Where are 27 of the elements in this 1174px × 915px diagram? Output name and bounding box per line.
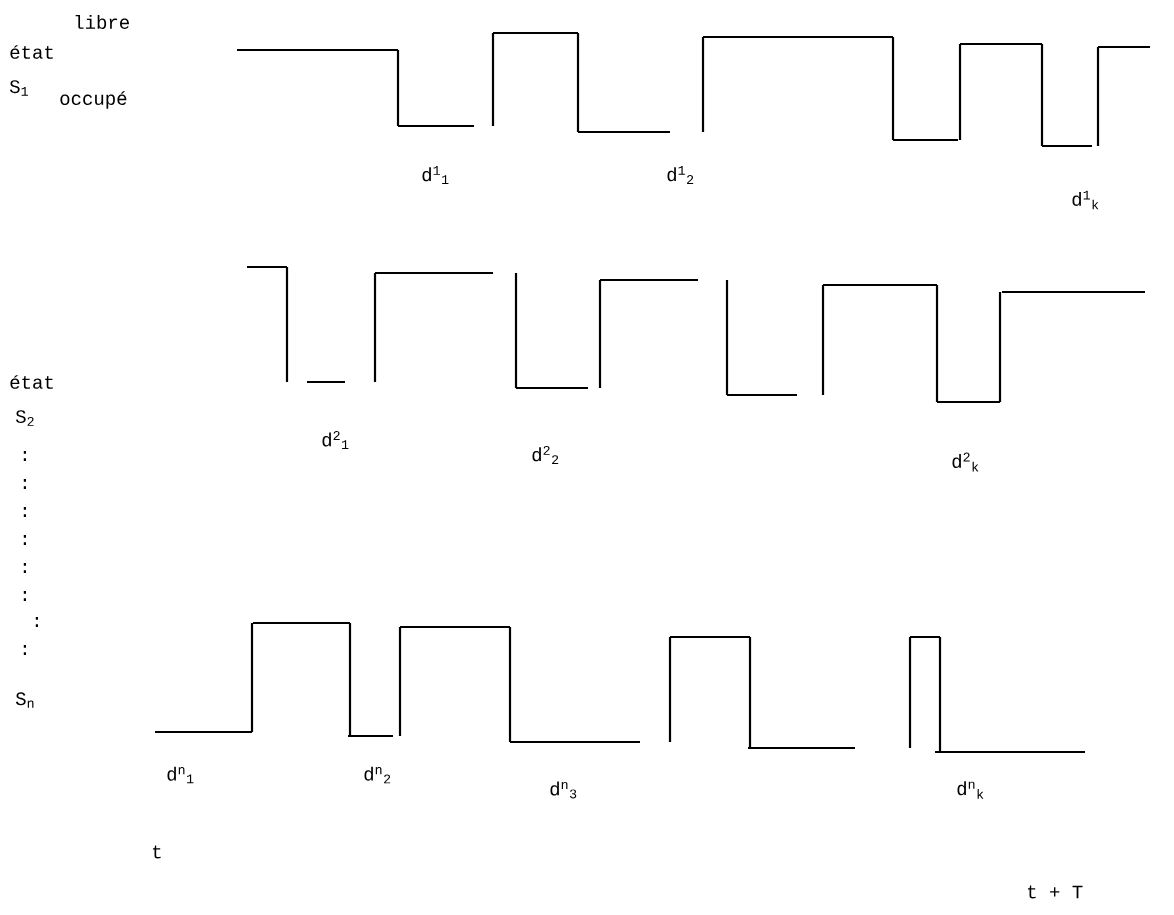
- axis-label: état: [10, 45, 53, 59]
- time-label: t + T: [1027, 885, 1083, 899]
- ellipsis-dots: :: [23, 479, 26, 489]
- duration-label: d$^{2}$1: [322, 431, 349, 449]
- ellipsis-dots: :: [23, 591, 26, 602]
- ellipsis-dots: :: [23, 507, 26, 517]
- duration-label: d$^{n}$2: [364, 766, 391, 784]
- state-label: libre: [75, 15, 129, 29]
- duration-label: d$^{2}$2: [532, 445, 559, 465]
- ellipsis-dots: :: [23, 535, 26, 546]
- state-name: S$_{2}$: [15, 410, 34, 426]
- duration-label: d$^{1}$k: [1072, 190, 1099, 210]
- time-label: t: [152, 845, 161, 859]
- duration-label: d$^{1}$2: [667, 166, 694, 184]
- duration-label: d$^{n}$1: [167, 766, 194, 784]
- ellipsis-dots: :: [23, 451, 26, 461]
- duration-label: d$^{n}$k: [957, 781, 984, 799]
- duration-label: d$^{1}$1: [422, 166, 449, 184]
- axis-label: état: [10, 375, 53, 389]
- state-name: S$_{n}$: [15, 692, 34, 708]
- ellipsis-dots: :: [23, 645, 26, 656]
- duration-label: d$^{2}$k: [952, 452, 979, 472]
- ellipsis-dots: :: [35, 617, 38, 628]
- ellipsis-dots: :: [23, 563, 26, 574]
- duration-label: d$^{n}$3: [550, 781, 577, 799]
- state-name: S$_{1}$: [9, 80, 28, 96]
- state-label: occupé: [60, 91, 127, 109]
